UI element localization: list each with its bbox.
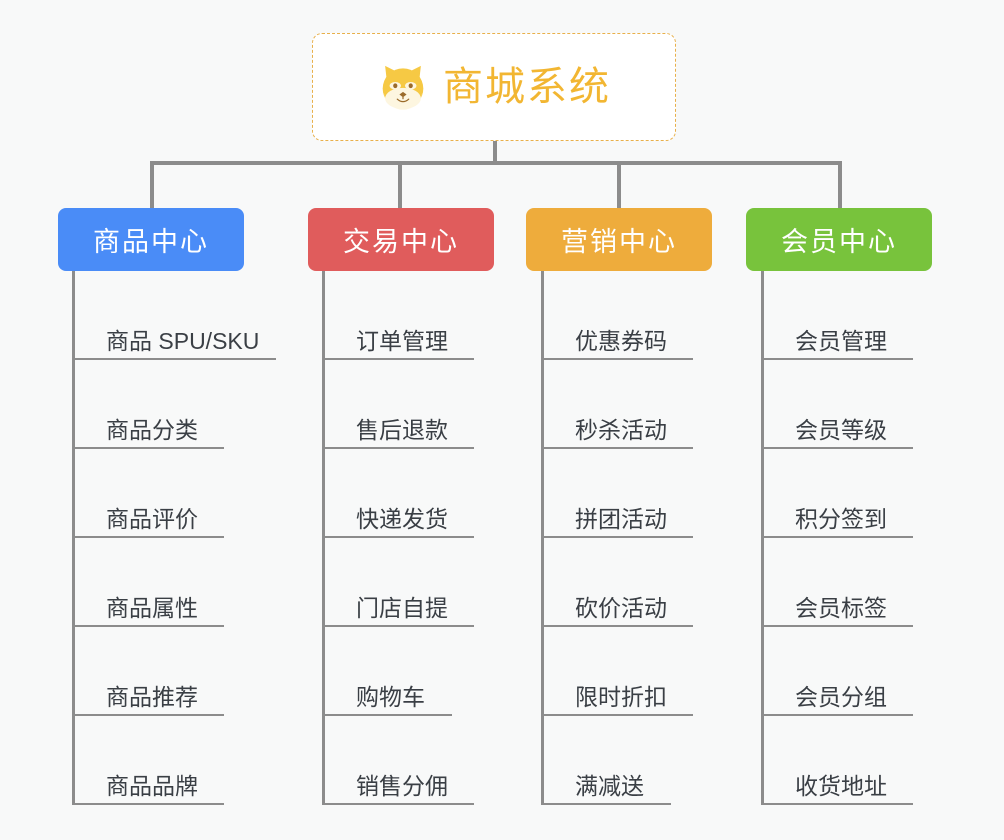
list-item[interactable]: 满减送 — [541, 716, 671, 805]
list-item-underline — [72, 536, 224, 538]
list-item[interactable]: 商品评价 — [72, 449, 259, 538]
list-item[interactable]: 秒杀活动 — [541, 360, 693, 449]
list-item-underline — [761, 536, 913, 538]
list-item-underline — [322, 358, 474, 360]
list-item-label: 会员标签 — [795, 594, 887, 621]
list-item-label: 优惠券码 — [575, 327, 667, 354]
branch-header-3[interactable]: 会员中心 — [746, 208, 932, 271]
list-item-label: 会员管理 — [795, 327, 887, 354]
list-item-label: 砍价活动 — [575, 594, 667, 621]
branch-spine — [322, 271, 325, 805]
list-item-label: 商品属性 — [106, 594, 198, 621]
branch-items-3: 会员管理 会员等级 积分签到 会员标签 会员分组 收货地址 — [761, 271, 913, 805]
connector-root-stem — [493, 141, 497, 163]
list-item[interactable]: 会员标签 — [761, 538, 913, 627]
list-item-underline — [761, 625, 913, 627]
list-item[interactable]: 收货地址 — [761, 716, 913, 805]
list-item-underline — [322, 625, 474, 627]
list-item-label: 限时折扣 — [575, 683, 667, 710]
branch-items-0: 商品 SPU/SKU 商品分类 商品评价 商品属性 商品推荐 商品品牌 — [72, 271, 276, 805]
list-item-label: 商品品牌 — [106, 772, 198, 799]
list-item[interactable]: 售后退款 — [322, 360, 474, 449]
list-item-underline — [72, 625, 224, 627]
list-item-underline — [322, 447, 474, 449]
list-item-label: 售后退款 — [356, 416, 448, 443]
list-item[interactable]: 订单管理 — [322, 271, 474, 360]
list-item-label: 门店自提 — [356, 594, 448, 621]
list-item-underline — [761, 447, 913, 449]
connector-drop-2 — [398, 161, 402, 209]
list-item[interactable]: 会员等级 — [761, 360, 913, 449]
list-item-underline — [72, 714, 224, 716]
list-item-underline — [541, 714, 693, 716]
branch-header-label: 交易中心 — [343, 227, 459, 257]
list-item-label: 积分签到 — [795, 505, 887, 532]
branch-items-1: 订单管理 售后退款 快递发货 门店自提 购物车 销售分佣 — [322, 271, 474, 805]
connector-drop-1 — [150, 161, 154, 209]
list-item-label: 订单管理 — [356, 327, 448, 354]
branch-header-2[interactable]: 营销中心 — [526, 208, 712, 271]
list-item[interactable]: 销售分佣 — [322, 716, 474, 805]
connector-drop-4 — [838, 161, 842, 209]
shiba-inu-logo-icon — [382, 65, 424, 110]
list-item[interactable]: 快递发货 — [322, 449, 474, 538]
branch-items-2: 优惠券码 秒杀活动 拼团活动 砍价活动 限时折扣 满减送 — [541, 271, 693, 805]
branch-spine — [541, 271, 544, 805]
list-item[interactable]: 会员分组 — [761, 627, 913, 716]
list-item[interactable]: 商品属性 — [72, 538, 259, 627]
list-item[interactable]: 门店自提 — [322, 538, 474, 627]
list-item[interactable]: 积分签到 — [761, 449, 913, 538]
list-item-underline — [541, 625, 693, 627]
list-item[interactable]: 商品分类 — [72, 360, 259, 449]
list-item-label: 商品分类 — [106, 416, 198, 443]
list-item[interactable]: 购物车 — [322, 627, 452, 716]
list-item-label: 快递发货 — [356, 505, 448, 532]
list-item-label: 收货地址 — [795, 772, 887, 799]
list-item[interactable]: 优惠券码 — [541, 271, 693, 360]
connector-drop-3 — [617, 161, 621, 209]
list-item-label: 销售分佣 — [356, 772, 448, 799]
list-item[interactable]: 会员管理 — [761, 271, 913, 360]
list-item-label: 拼团活动 — [575, 505, 667, 532]
list-item-label: 购物车 — [356, 683, 425, 710]
list-item-label: 商品 SPU/SKU — [106, 327, 260, 354]
connector-horizontal-bus — [150, 161, 842, 165]
root-node[interactable]: 商城系统 — [312, 33, 676, 141]
list-item[interactable]: 拼团活动 — [541, 449, 693, 538]
branch-header-label: 会员中心 — [781, 227, 897, 257]
list-item-label: 会员等级 — [795, 416, 887, 443]
branch-header-0[interactable]: 商品中心 — [58, 208, 244, 271]
list-item-underline — [322, 803, 474, 805]
list-item-underline — [322, 536, 474, 538]
root-title: 商城系统 — [443, 65, 611, 109]
list-item[interactable]: 砍价活动 — [541, 538, 693, 627]
list-item-underline — [541, 536, 693, 538]
list-item-underline — [761, 358, 913, 360]
list-item-underline — [541, 803, 671, 805]
list-item[interactable]: 限时折扣 — [541, 627, 693, 716]
list-item-underline — [541, 447, 693, 449]
branch-spine — [72, 271, 75, 805]
list-item-underline — [761, 803, 913, 805]
list-item[interactable]: 商品推荐 — [72, 627, 259, 716]
branch-header-label: 商品中心 — [93, 227, 209, 257]
list-item-label: 满减送 — [575, 772, 644, 799]
list-item[interactable]: 商品品牌 — [72, 716, 259, 805]
list-item-label: 商品评价 — [106, 505, 198, 532]
branch-header-1[interactable]: 交易中心 — [308, 208, 494, 271]
list-item-underline — [72, 447, 224, 449]
list-item-underline — [761, 714, 913, 716]
list-item-label: 秒杀活动 — [575, 416, 667, 443]
list-item-label: 商品推荐 — [106, 683, 198, 710]
branch-spine — [761, 271, 764, 805]
list-item-label: 会员分组 — [795, 683, 887, 710]
list-item-underline — [541, 358, 693, 360]
list-item[interactable]: 商品 SPU/SKU — [72, 271, 276, 360]
list-item-underline — [322, 714, 452, 716]
list-item-underline — [72, 803, 224, 805]
list-item-underline — [72, 358, 276, 360]
branch-header-label: 营销中心 — [561, 227, 677, 257]
